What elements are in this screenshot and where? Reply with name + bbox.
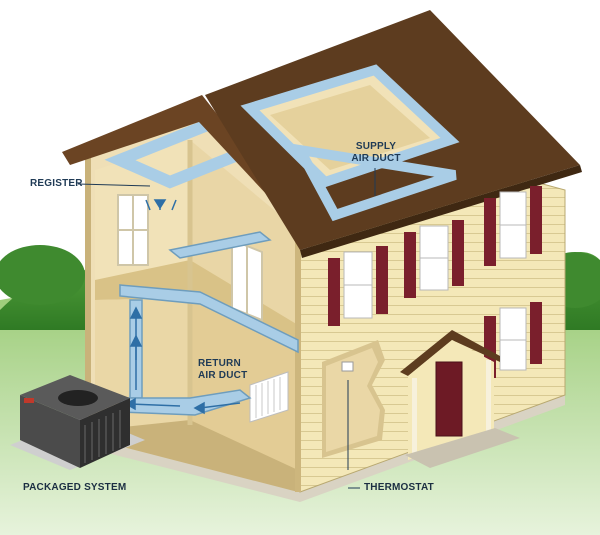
roof [62,10,582,258]
packaged-system-label: PACKAGED SYSTEM [23,482,126,494]
front-windows [328,186,542,378]
return-label-line1: RETURN [198,358,241,369]
register-label-text: REGISTER [30,178,83,189]
front-door [435,361,463,437]
supply-air-duct-label: SUPPLY AIR DUCT [342,141,410,165]
thermostat-icon [341,361,354,372]
foundation [88,395,565,502]
supply-label-line2: AIR DUCT [351,153,401,164]
thermostat-cutout [322,340,385,458]
supply-label-line1: SUPPLY [355,141,397,152]
packaged-system-label-text: PACKAGED SYSTEM [23,482,127,493]
return-grille [249,371,289,423]
packaged-system-unit [10,375,145,470]
airflow-arrows [124,199,241,415]
porch [400,330,520,468]
return-label-line2: AIR DUCT [198,370,248,381]
return-air-duct-label: RETURN AIR DUCT [198,358,247,382]
register-label: REGISTER [30,178,83,190]
interior-windows [117,194,263,322]
leader-lines [77,168,376,489]
thermostat-label: THERMOSTAT [364,482,434,494]
thermostat-label-text: THERMOSTAT [364,482,434,493]
